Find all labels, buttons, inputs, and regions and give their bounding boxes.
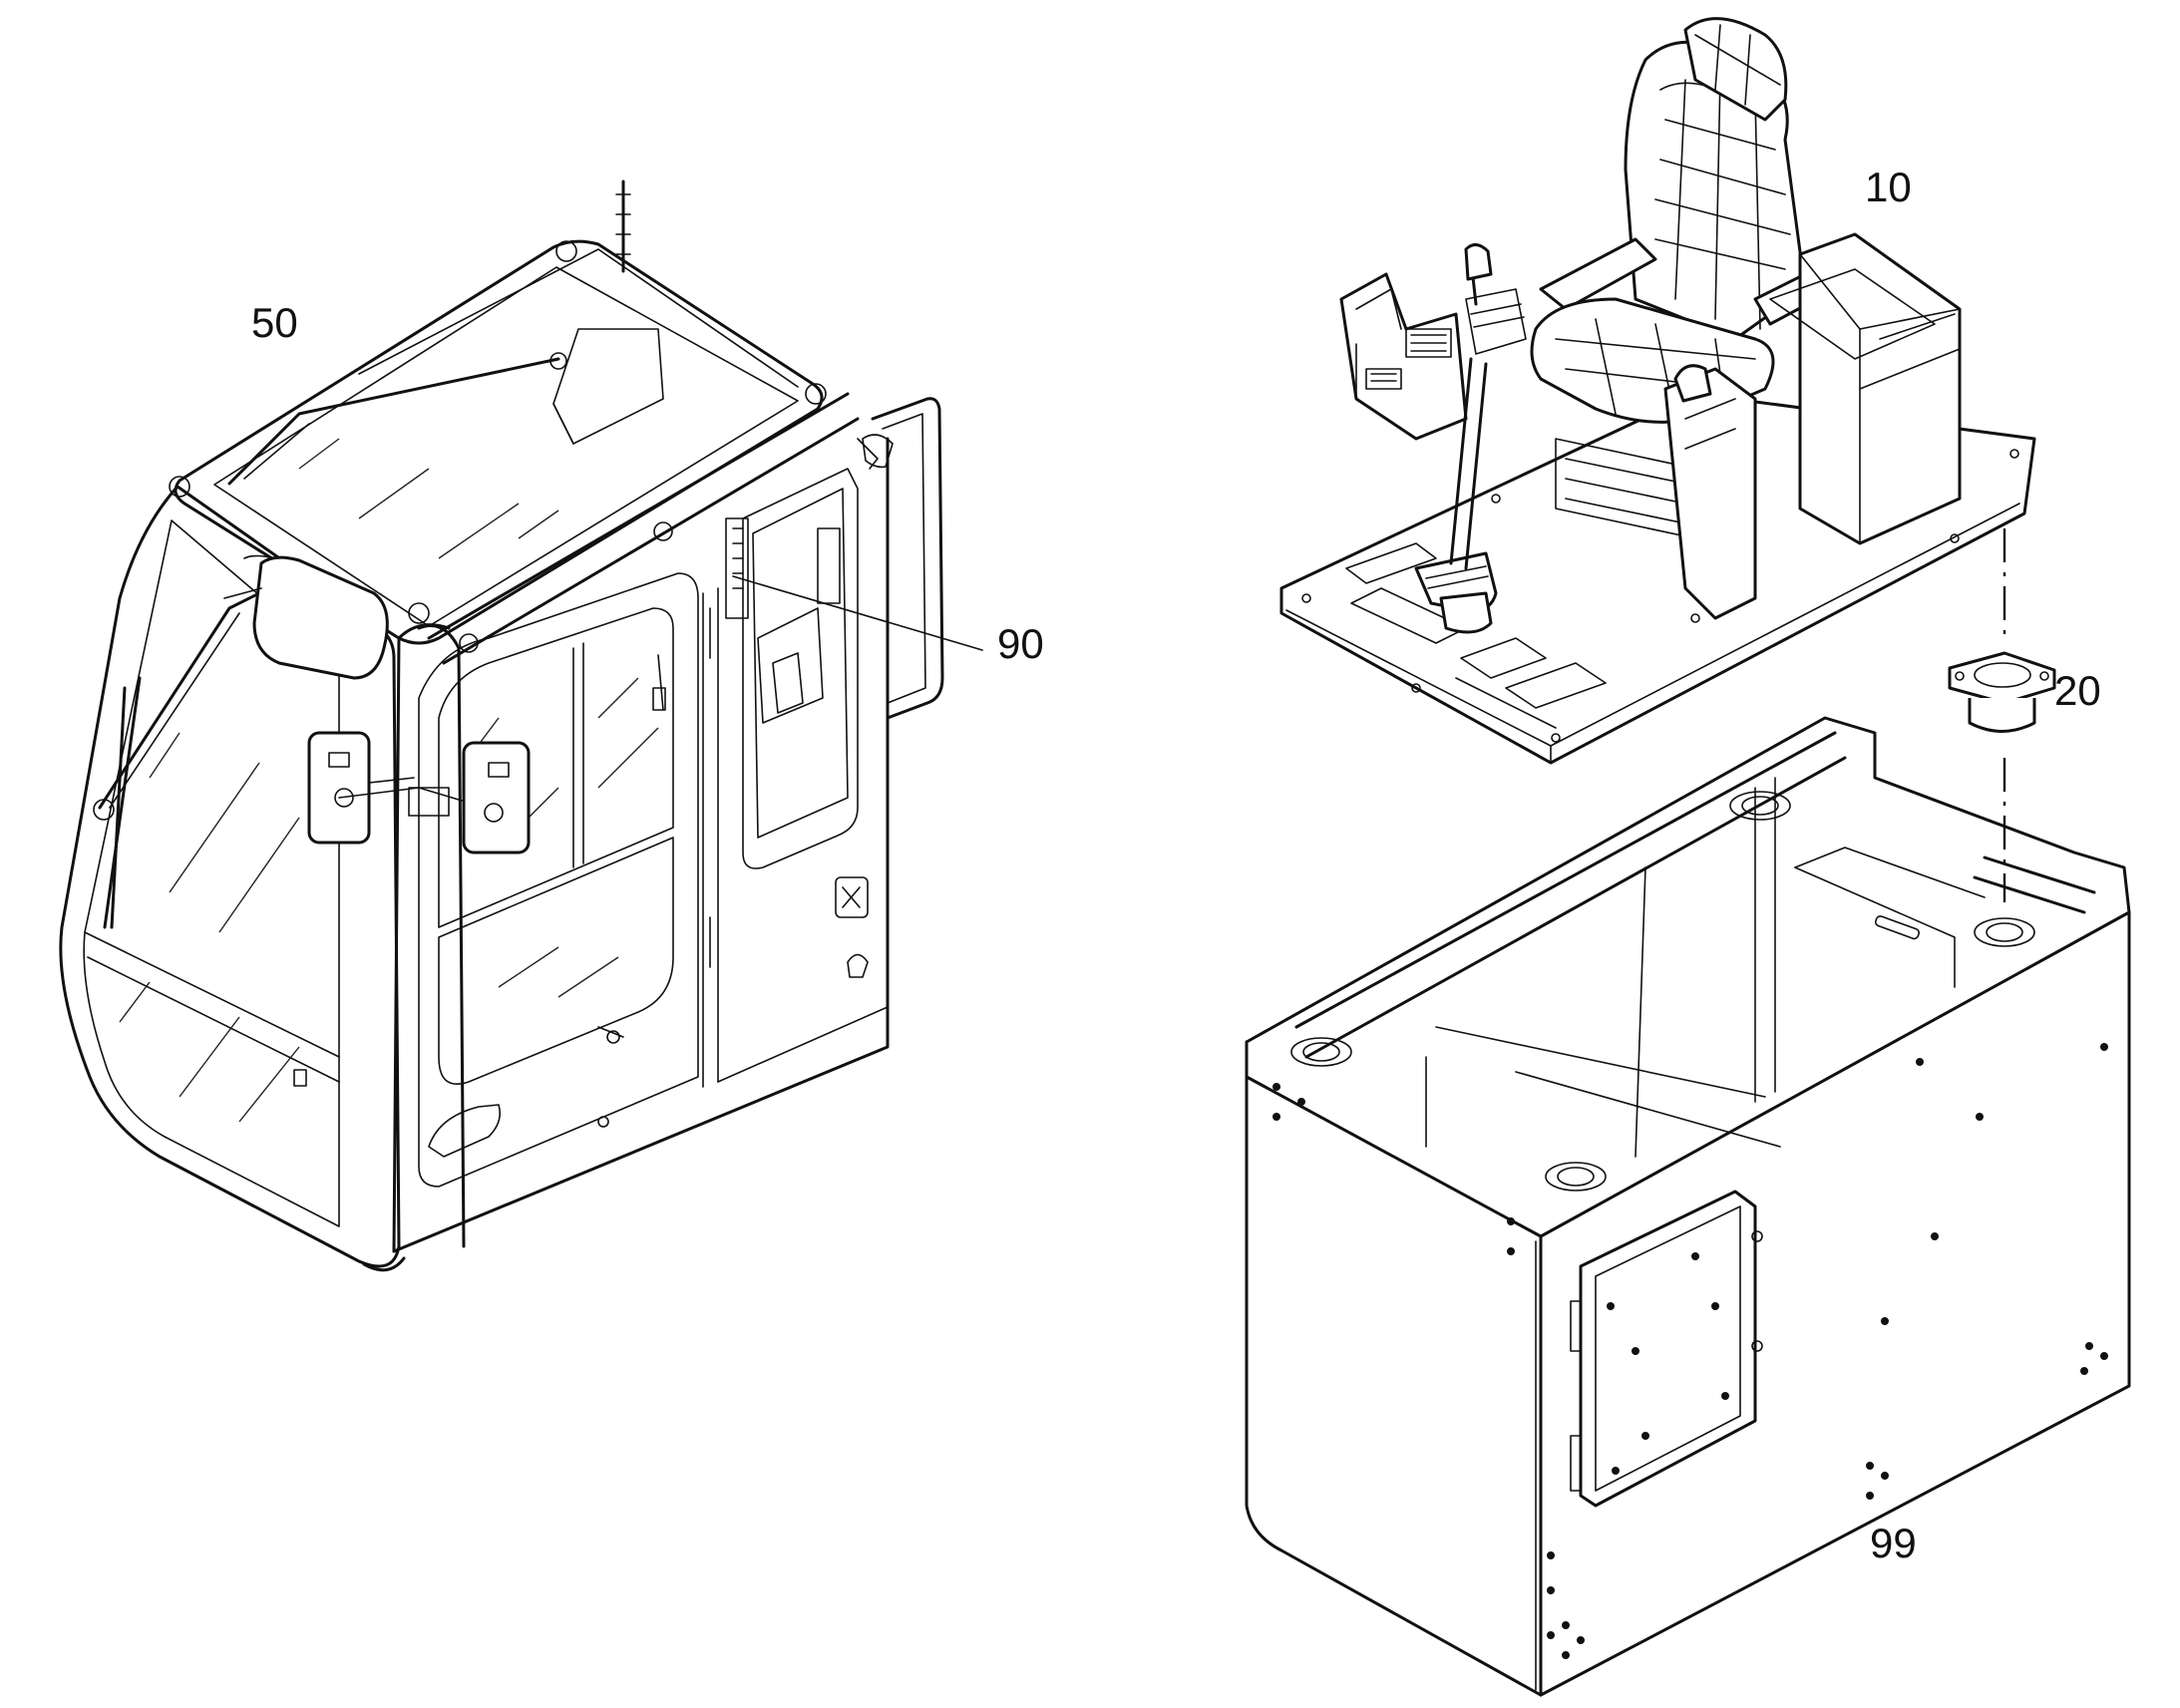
callout-10: 10 <box>1865 164 1912 210</box>
side-mirrors <box>307 731 531 854</box>
callout-90: 90 <box>997 620 1044 667</box>
callout-99: 99 <box>1870 1520 1917 1566</box>
operator-cab <box>59 179 983 1272</box>
base-frame <box>1245 716 2131 1697</box>
callout-50: 50 <box>251 299 298 346</box>
callout-20: 20 <box>2054 667 2101 714</box>
mirror-front <box>223 554 389 680</box>
cab-mount <box>1948 528 2056 902</box>
leader-line-90 <box>732 575 983 651</box>
antenna <box>615 179 631 273</box>
operator-station <box>1279 17 2036 765</box>
